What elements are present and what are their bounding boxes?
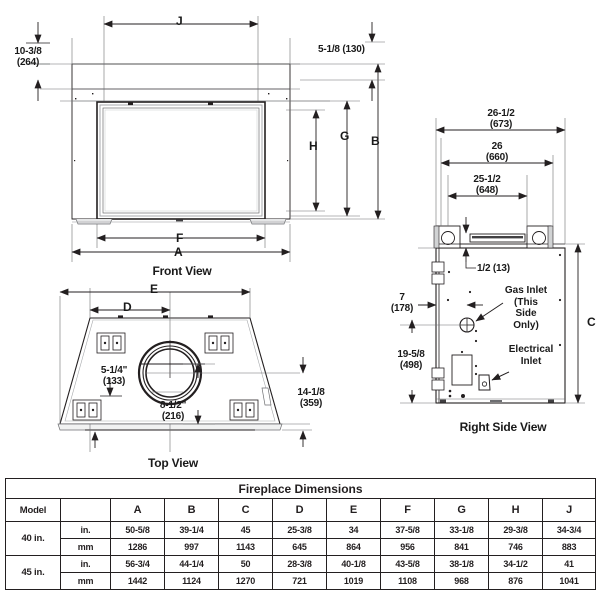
table-cell-e: 864 — [326, 538, 381, 556]
table-cell-h: 34-1/2 — [488, 555, 543, 573]
right-side-view-label: Right Side View — [459, 420, 547, 434]
table-cell-b: 44-1/4 — [164, 555, 219, 573]
table-cell-model: 40 in. — [5, 521, 61, 556]
table-header-b: B — [164, 498, 219, 522]
table-cell-a: 1286 — [110, 538, 165, 556]
table-cell-unit: mm — [60, 538, 111, 556]
table-cell-unit: mm — [60, 572, 111, 590]
dim-front-top-right: 5-1/8 (130) — [318, 44, 365, 55]
dim-side-c: C — [587, 315, 596, 329]
dim-front-h: H — [309, 139, 318, 153]
dim-front-j: J — [176, 14, 183, 28]
table-cell-b: 997 — [164, 538, 219, 556]
table-cell-j: 1041 — [541, 572, 597, 590]
table-cell-a: 50-5/8 — [110, 521, 165, 539]
dim-side-depth-2: 26 (660) — [485, 141, 509, 163]
table-cell-j: 883 — [541, 538, 597, 556]
dim-side-gas-offset: 7 (178) — [390, 292, 414, 314]
table-header-g: G — [434, 498, 489, 522]
table-header-e: E — [326, 498, 381, 522]
table-cell-b: 1124 — [164, 572, 219, 590]
dim-top-d: D — [123, 300, 132, 314]
table-header-c: C — [218, 498, 273, 522]
table-cell-h: 29-3/8 — [488, 521, 543, 539]
table-cell-d: 645 — [272, 538, 327, 556]
table-cell-c: 1270 — [218, 572, 273, 590]
table-cell-g: 841 — [434, 538, 489, 556]
dim-top-offset-bottom: 8-1/2" (216) — [159, 400, 187, 422]
table-cell-d: 721 — [272, 572, 327, 590]
table-cell-j: 34-3/4 — [541, 521, 597, 539]
table-header-f: F — [380, 498, 435, 522]
table-cell-d: 28-3/8 — [272, 555, 327, 573]
table-cell-e: 40-1/8 — [326, 555, 381, 573]
table-cell-g: 33-1/8 — [434, 521, 489, 539]
table-cell-e: 1019 — [326, 572, 381, 590]
table-header-a: A — [110, 498, 165, 522]
table-cell-e: 34 — [326, 521, 381, 539]
dim-top-depth-right: 14-1/8 (359) — [297, 387, 325, 409]
table-cell-h: 876 — [488, 572, 543, 590]
table-header-model: Model — [5, 498, 61, 522]
table-header-d: D — [272, 498, 327, 522]
table-cell-f: 956 — [380, 538, 435, 556]
table-cell-b: 39-1/4 — [164, 521, 219, 539]
table-cell-f: 1108 — [380, 572, 435, 590]
dim-top-offset-left: 5-1/4" (133) — [100, 365, 128, 387]
dim-side-electrical-height: 19-5/8 (498) — [397, 349, 425, 371]
top-view-label: Top View — [148, 456, 198, 470]
table-cell-model: 45 in. — [5, 555, 61, 590]
dim-top-e: E — [150, 282, 159, 296]
dim-front-a: A — [174, 245, 183, 259]
top-view-body — [57, 315, 283, 431]
table-cell-c: 1143 — [218, 538, 273, 556]
dim-front-top-left: 10-3/8 (264) — [14, 46, 42, 68]
table-cell-g: 968 — [434, 572, 489, 590]
table-header-j: J — [541, 498, 597, 522]
table-header-units — [60, 498, 111, 522]
table-title: Fireplace Dimensions — [4, 478, 597, 499]
table-cell-g: 38-1/8 — [434, 555, 489, 573]
gas-inlet-callout: Gas Inlet (This Side Only) — [504, 285, 548, 331]
table-cell-unit: in. — [60, 521, 111, 539]
right-side-view-body — [431, 225, 566, 404]
table-cell-d: 25-3/8 — [272, 521, 327, 539]
table-cell-c: 50 — [218, 555, 273, 573]
table-cell-a: 56-3/4 — [110, 555, 165, 573]
electrical-inlet-callout: Electrical Inlet — [508, 344, 554, 367]
table-cell-c: 45 — [218, 521, 273, 539]
dim-side-depth-3: 25-1/2 (648) — [473, 174, 501, 196]
table-cell-a: 1442 — [110, 572, 165, 590]
table-cell-unit: in. — [60, 555, 111, 573]
dim-side-lip: 1/2 (13) — [477, 263, 510, 274]
dim-front-g: G — [340, 129, 350, 143]
front-view-body — [71, 63, 291, 225]
table-cell-h: 746 — [488, 538, 543, 556]
front-view-label: Front View — [152, 264, 212, 278]
dim-front-f: F — [176, 231, 184, 245]
dim-side-depth-1: 26-1/2 (673) — [487, 108, 515, 130]
dim-front-b: B — [371, 134, 380, 148]
table-cell-j: 41 — [541, 555, 597, 573]
table-cell-f: 43-5/8 — [380, 555, 435, 573]
table-title-row: Fireplace Dimensions — [4, 478, 597, 499]
table-header-h: H — [488, 498, 543, 522]
table-cell-f: 37-5/8 — [380, 521, 435, 539]
